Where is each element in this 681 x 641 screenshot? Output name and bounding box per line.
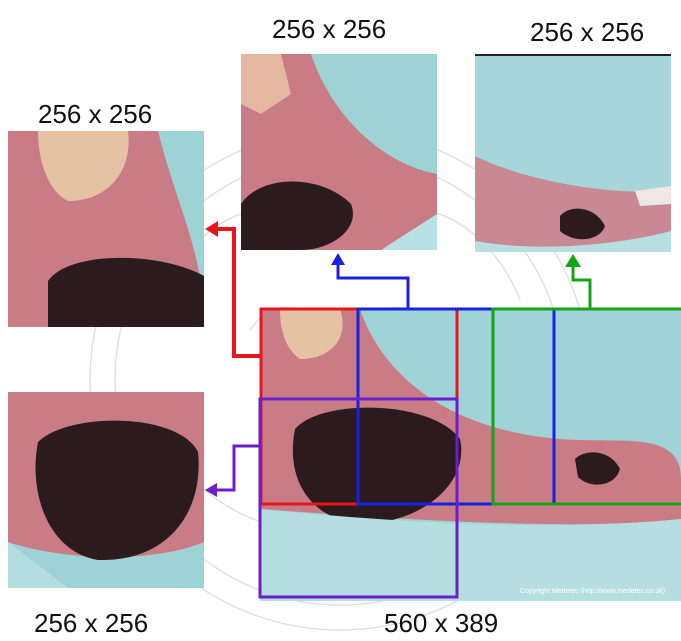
- label-crop-left-bottom: 256 x 256: [34, 610, 148, 636]
- crop-image-left-top: [8, 131, 204, 327]
- crop-image-top-right: [475, 54, 671, 252]
- crop-image-top-center: [241, 54, 437, 250]
- label-crop-top-center: 256 x 256: [272, 16, 386, 42]
- label-crop-left-top: 256 x 256: [38, 101, 152, 127]
- source-image: [260, 309, 681, 601]
- copyright-text: Copyright Medetec (http://www.medetec.co…: [520, 588, 665, 595]
- crop-image-left-bottom: [8, 392, 204, 588]
- label-source-image: 560 x 389: [384, 610, 498, 636]
- label-crop-top-right: 256 x 256: [530, 19, 644, 45]
